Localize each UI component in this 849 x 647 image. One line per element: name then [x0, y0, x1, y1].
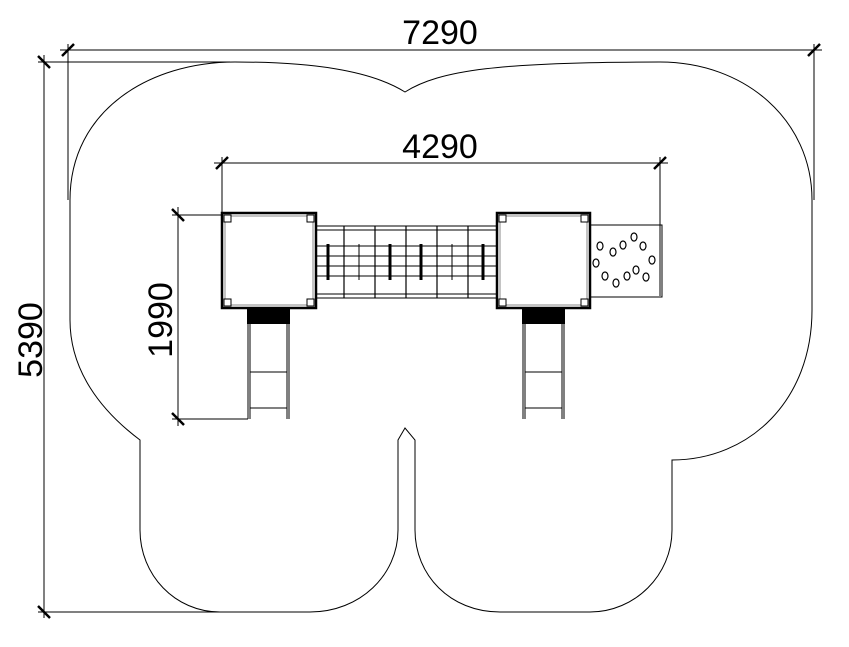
right-tower — [495, 211, 592, 310]
safety-zone-outline — [69, 61, 813, 613]
left-tower — [220, 211, 318, 310]
dimension-label-overall-width: 7290 — [402, 14, 478, 52]
dimension-structure-width: 4290 — [214, 128, 668, 296]
climbing-wall-panel — [589, 224, 663, 298]
dimension-label-structure-depth: 1990 — [142, 282, 180, 358]
dimension-structure-depth: 1990 — [142, 207, 248, 426]
dimension-overall-depth: 5390 — [12, 55, 230, 619]
dimension-overall-width: 7290 — [60, 14, 822, 200]
dimension-label-structure-width: 4290 — [402, 128, 478, 166]
dimension-label-overall-depth: 5390 — [12, 302, 50, 378]
right-ladder — [522, 308, 565, 419]
bridge — [315, 225, 498, 299]
left-ladder — [247, 308, 290, 419]
